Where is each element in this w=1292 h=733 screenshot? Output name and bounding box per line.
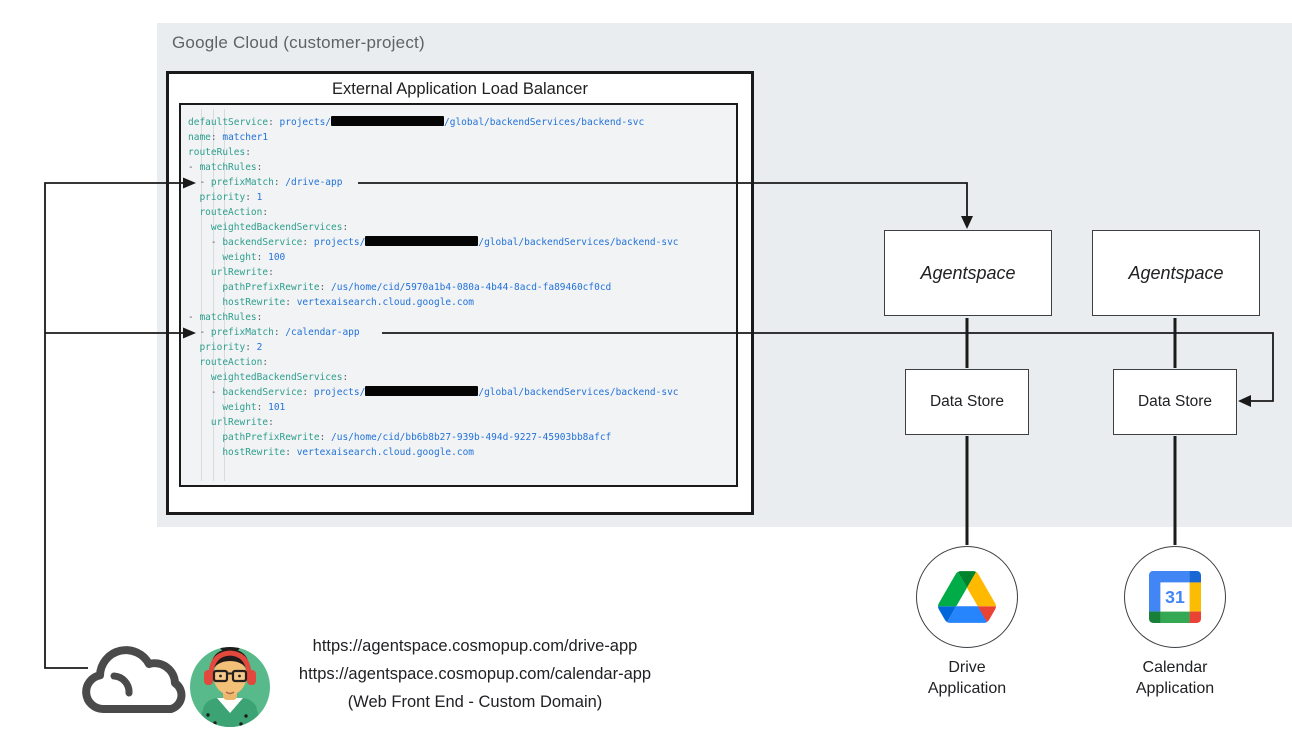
google-drive-icon [938,571,996,623]
code-line: weightedBackendServices: [210,222,349,233]
code-line: hostRewrite: vertexaisearch.cloud.google… [222,297,475,308]
route-config-code-block: defaultService: projects//global/backend… [179,103,738,487]
redacted-project-id [365,386,479,396]
datastore-node-calendar: Data Store [1113,369,1237,435]
code-line: - backendService: projects//global/backe… [188,236,679,248]
code-line: routeAction: [199,357,269,368]
redacted-project-id [365,236,479,246]
cloud-icon [82,646,186,713]
code-line: weightedBackendServices: [210,372,349,383]
frontend-url-drive: https://agentspace.cosmopup.com/drive-ap… [312,637,638,655]
code-line: pathPrefixRewrite: /us/home/cid/bb6b8b27… [222,432,612,443]
datastore-label: Data Store [1137,393,1213,410]
code-line: - prefixMatch: /calendar-app [188,327,360,338]
redacted-project-id [331,116,445,126]
datastore-node-drive: Data Store [905,369,1029,435]
code-line: priority: 2 [199,342,263,353]
load-balancer-title: External Application Load Balancer [332,80,588,98]
code-line: defaultService: projects//global/backend… [188,116,645,128]
code-line: name: matcher1 [188,132,269,143]
route-config-code: defaultService: projects//global/backend… [181,105,736,485]
indent-guide [213,109,214,481]
agentspace-label: Agentspace [1128,262,1224,283]
code-line: urlRewrite: [210,417,274,428]
code-line: - matchRules: [188,162,263,173]
code-line: urlRewrite: [210,267,274,278]
calendar-application-node: 31 [1124,546,1226,648]
web-frontend-text: https://agentspace.cosmopup.com/drive-ap… [240,632,710,716]
calendar-day-number: 31 [1165,587,1185,607]
code-line: pathPrefixRewrite: /us/home/cid/5970a1b4… [222,282,612,293]
frontend-caption: (Web Front End - Custom Domain) [347,693,603,711]
drive-application-node [916,546,1018,648]
code-line: weight: 100 [222,252,286,263]
agentspace-node-drive: Agentspace [884,230,1052,316]
user-avatar-icon [190,647,270,727]
code-line: hostRewrite: vertexaisearch.cloud.google… [222,447,475,458]
code-line: - backendService: projects//global/backe… [188,386,679,398]
indent-guide [224,109,225,481]
web-frontend-figure [82,646,270,727]
indent-guide [201,109,202,481]
datastore-label: Data Store [929,393,1005,410]
agentspace-label: Agentspace [920,262,1016,283]
agentspace-node-calendar: Agentspace [1092,230,1260,316]
code-line: priority: 1 [199,192,263,203]
region-title: Google Cloud (customer-project) [172,33,425,52]
code-line: - prefixMatch: /drive-app [188,177,343,188]
code-line: routeAction: [199,207,269,218]
drive-application-label: Drive Application [927,659,1007,697]
code-line: weight: 101 [222,402,286,413]
calendar-application-label: Calendar Application [1135,659,1215,697]
code-line: - matchRules: [188,312,263,323]
frontend-url-calendar: https://agentspace.cosmopup.com/calendar… [298,665,652,683]
google-calendar-icon: 31 [1149,571,1201,623]
code-line: routeRules: [188,147,251,158]
